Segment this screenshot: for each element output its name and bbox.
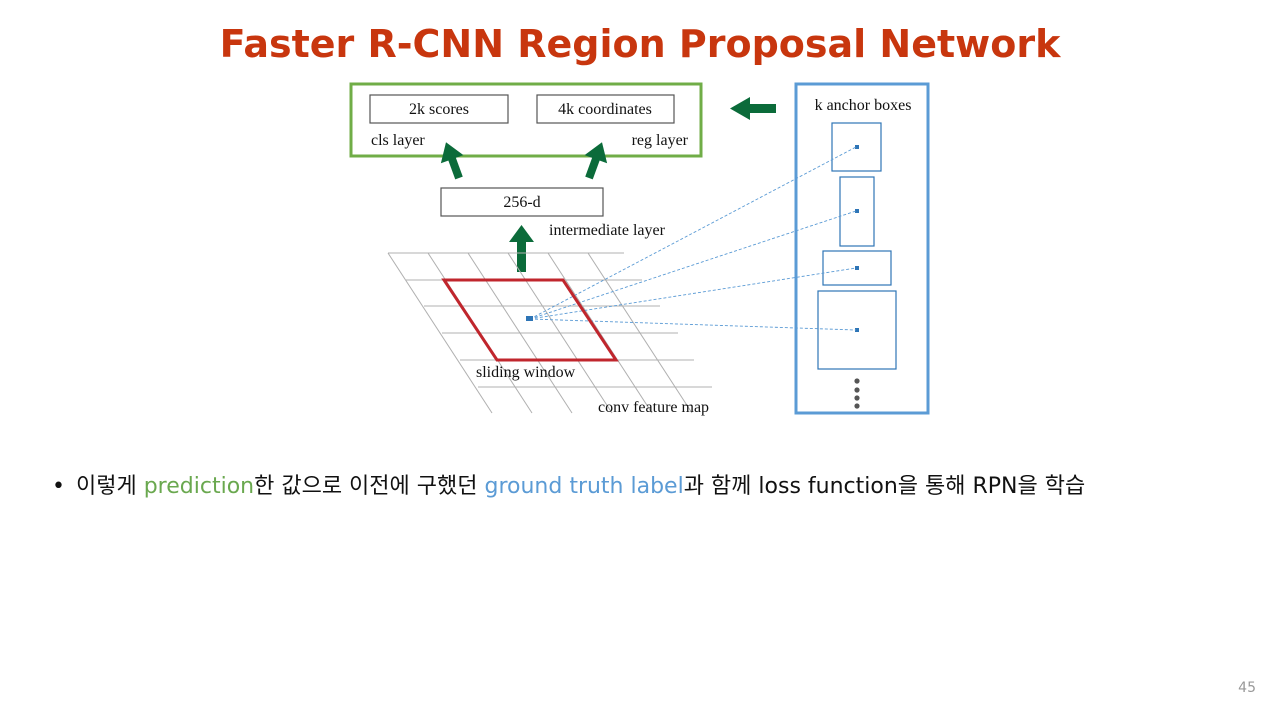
bullet-dot-icon: •	[52, 474, 65, 499]
slide-title: Faster R-CNN Region Proposal Network	[219, 22, 1061, 66]
anchor-box-3	[822, 250, 892, 286]
bullet-part2: 한 값으로 이전에 구했던	[254, 474, 485, 499]
anchor-box-4	[817, 290, 897, 370]
reg-coordinates-box	[536, 94, 675, 124]
page-number: 45	[1238, 680, 1256, 696]
anchor-boxes-label: k anchor boxes	[815, 97, 912, 114]
arrow-to-intermediate-icon	[509, 225, 534, 272]
sliding-window	[441, 278, 619, 362]
anchor-center-2	[855, 209, 859, 213]
intermediate-box-label: 256-d	[503, 194, 540, 211]
reg-layer-label: reg layer	[632, 132, 689, 149]
grid-line-slanted	[547, 252, 653, 414]
grid-line-slanted	[387, 252, 493, 414]
anchor-center-1	[855, 145, 859, 149]
anchor-projection-lines	[529, 146, 857, 331]
anchor-boxes-frame	[794, 82, 930, 415]
arrow-to-cls-icon	[440, 142, 464, 180]
reg-coordinates-label: 4k coordinates	[558, 101, 652, 118]
anchor-center-4	[855, 328, 859, 332]
intermediate-layer-label: intermediate layer	[549, 222, 666, 239]
anchor-center-3	[855, 266, 859, 270]
arrow-to-reg-icon	[584, 142, 608, 180]
bullet-part3: 과 함께 loss function을 통해 RPN을 학습	[683, 474, 1086, 499]
cls-scores-label: 2k scores	[409, 101, 469, 118]
anchor-box-1	[831, 122, 882, 172]
grid-line-slanted	[587, 252, 693, 414]
prediction-highlight: prediction	[143, 474, 255, 499]
feature-map-label: conv feature map	[598, 399, 709, 416]
bullet-text: • 이렇게 prediction한 값으로 이전에 구했던 ground trut…	[52, 468, 1262, 500]
cls-layer-label: cls layer	[371, 132, 425, 149]
more-anchors-ellipsis-icon	[854, 378, 860, 409]
sliding-window-center	[526, 316, 533, 321]
anchor-box-2	[839, 176, 875, 247]
conv-feature-map-grid	[387, 252, 712, 414]
output-layers-frame	[349, 82, 703, 158]
intermediate-box	[440, 187, 604, 217]
bullet-part1: 이렇게	[76, 474, 144, 499]
arrow-anchors-to-output-icon	[730, 97, 776, 120]
sliding-window-label: sliding window	[476, 364, 576, 381]
cls-scores-box	[369, 94, 509, 124]
ground-truth-highlight: ground truth label	[484, 474, 684, 499]
